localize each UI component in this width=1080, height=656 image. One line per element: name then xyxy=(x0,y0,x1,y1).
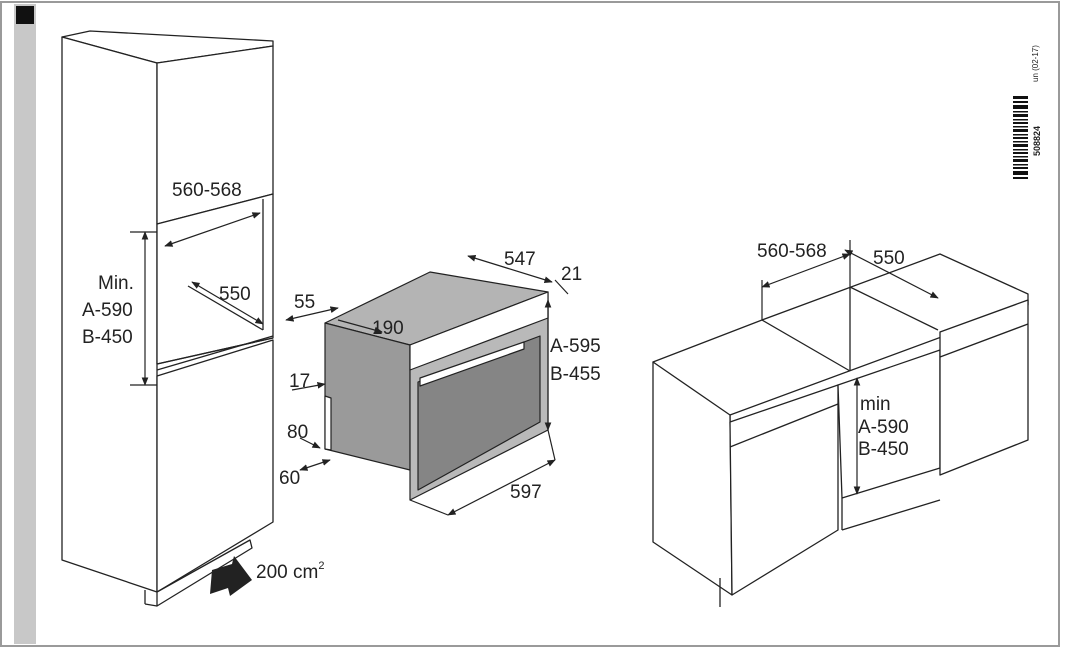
counter-height-b-label: B-450 xyxy=(858,439,909,460)
oven-top-offset-label: 55 xyxy=(294,292,315,313)
version-label: un (02-17) xyxy=(1031,45,1040,82)
oven-handle xyxy=(419,341,525,387)
oven-dims xyxy=(285,255,569,516)
barcode-number: 508824 xyxy=(1032,126,1042,156)
oven-top-depth-label: 190 xyxy=(372,318,404,339)
counter-right-door xyxy=(939,299,1029,476)
oven xyxy=(324,271,549,501)
barcode-icon xyxy=(1013,96,1028,179)
page-frame xyxy=(0,1,1060,647)
under-counter-dims xyxy=(761,240,939,495)
ventilation-exponent: 2 xyxy=(318,560,324,572)
oven-side-offset-label: 17 xyxy=(289,371,310,392)
tall-height-b-label: B-450 xyxy=(82,327,133,348)
corner-mark xyxy=(16,6,34,24)
under-counter-unit xyxy=(652,253,1029,607)
oven-bottom-offset-label: 80 xyxy=(287,422,308,443)
ventilation-value: 200 cm xyxy=(256,562,318,583)
ventilation-arrow-icon xyxy=(210,556,252,596)
oven-bottom-depth-label: 60 xyxy=(279,468,300,489)
tall-niche-depth-label: 550 xyxy=(219,284,251,305)
ventilation-label: 200 cm2 xyxy=(256,560,324,583)
oven-side xyxy=(324,322,411,471)
tall-cabinet-lower-door xyxy=(156,339,274,593)
tall-min-label: Min. xyxy=(98,273,134,294)
tall-cabinet-niche xyxy=(156,193,274,365)
counter-niche-depth-label: 550 xyxy=(873,248,905,269)
oven-front-thickness-label: 21 xyxy=(561,264,582,285)
tall-cabinet-dims xyxy=(130,212,264,386)
oven-depth-label: 547 xyxy=(504,249,536,270)
tall-height-a-label: A-590 xyxy=(82,300,133,321)
tall-niche-width-label: 560-568 xyxy=(172,180,242,201)
counter-min-label: min xyxy=(860,394,891,415)
counter-height-a-label: A-590 xyxy=(858,417,909,438)
counter-niche-width-label: 560-568 xyxy=(757,241,827,262)
oven-height-b-label: B-455 xyxy=(550,364,601,385)
left-side-bar xyxy=(14,4,36,644)
oven-height-a-label: A-595 xyxy=(550,336,601,357)
oven-width-label: 597 xyxy=(510,482,542,503)
counter-left-door xyxy=(729,384,839,596)
